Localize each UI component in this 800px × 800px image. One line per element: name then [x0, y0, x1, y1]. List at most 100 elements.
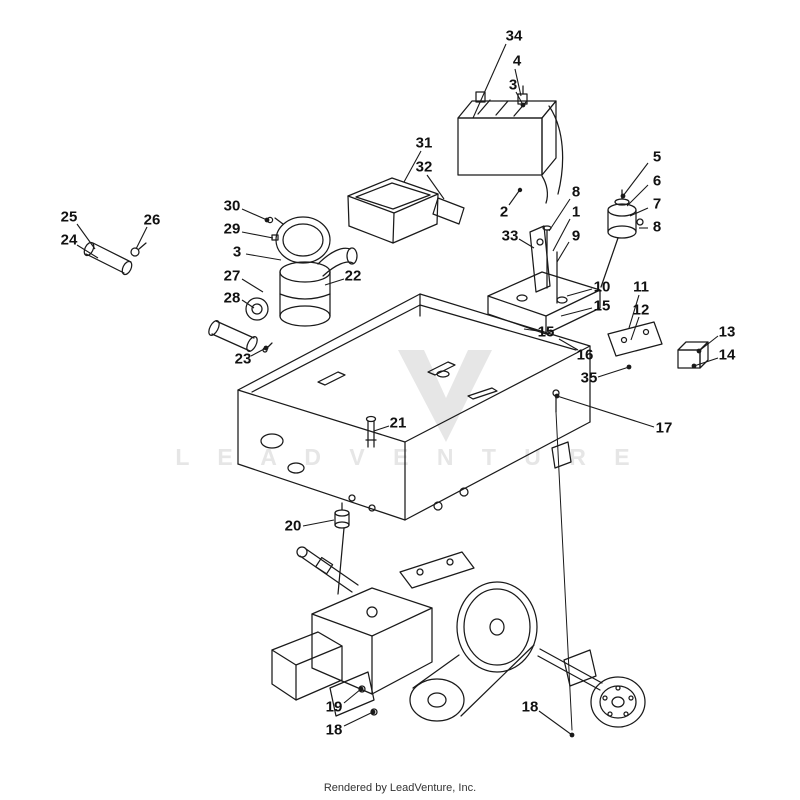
callout-33: 33 — [502, 228, 519, 245]
callout-8: 8 — [572, 184, 580, 201]
callout-9: 9 — [572, 228, 580, 245]
callout-leader-7 — [629, 207, 649, 217]
callout-leader-30 — [241, 208, 268, 221]
callout-leader-16 — [558, 338, 579, 351]
solenoid-part — [600, 189, 644, 288]
callout-17: 17 — [656, 420, 673, 437]
callout-8: 8 — [653, 219, 661, 236]
callout-6: 6 — [653, 173, 661, 190]
footer-credit: Rendered by LeadVenture, Inc. — [323, 782, 477, 794]
callout-14: 14 — [719, 347, 736, 364]
callout-leader-28 — [241, 299, 255, 309]
callout-24: 24 — [61, 232, 78, 249]
callout-32: 32 — [416, 159, 433, 176]
callout-leader-18 — [538, 710, 573, 736]
callout-dot-13 — [696, 348, 702, 354]
callout-12: 12 — [633, 302, 650, 319]
callout-29: 29 — [224, 221, 241, 238]
callout-leader-6 — [626, 184, 649, 207]
callout-dot-14 — [691, 363, 697, 369]
fitting-part — [334, 502, 350, 595]
callout-15: 15 — [594, 298, 611, 315]
watermark: L E A D V E N T U R E — [175, 350, 630, 470]
callout-26: 26 — [144, 212, 161, 229]
callout-13: 13 — [719, 324, 736, 341]
callout-leader-12 — [630, 316, 640, 341]
callout-11: 11 — [633, 279, 649, 296]
grip-pipe-part — [83, 241, 147, 276]
frame-part — [237, 293, 591, 731]
callout-15: 15 — [538, 324, 555, 341]
callout-4: 4 — [513, 53, 522, 70]
callout-leader-29 — [241, 231, 274, 239]
callout-dot-3 — [520, 102, 526, 108]
tray-part — [347, 177, 465, 244]
callout-leader-3 — [245, 253, 282, 261]
callout-leader-14 — [693, 357, 719, 367]
callout-leader-25 — [76, 223, 96, 250]
callout-leader-15 — [560, 307, 593, 317]
callout-leader-26 — [135, 226, 148, 250]
small-box-part — [677, 341, 709, 369]
callout-leader-3 — [515, 91, 524, 106]
plate-bracket-part — [607, 321, 663, 357]
callout-leader-34 — [472, 43, 507, 119]
wheel-hub-part — [590, 676, 646, 728]
engine-assembly-part — [271, 546, 603, 722]
callout-leader-5 — [622, 162, 649, 197]
callout-leader-24 — [76, 244, 99, 259]
callout-dot-18 — [370, 709, 376, 715]
callout-7: 7 — [653, 196, 661, 213]
callout-18: 18 — [326, 722, 343, 739]
callout-leader-9 — [556, 241, 570, 263]
callout-leader-15 — [523, 328, 539, 332]
callout-leader-4 — [514, 68, 522, 97]
callout-20: 20 — [285, 518, 302, 535]
callout-dot-17 — [554, 393, 560, 399]
callout-31: 31 — [416, 135, 433, 152]
callout-23: 23 — [235, 351, 252, 368]
callout-21: 21 — [390, 415, 407, 432]
callout-leader-8 — [548, 198, 571, 232]
callout-leader-1 — [552, 218, 571, 252]
callout-3: 3 — [509, 77, 517, 94]
callout-leader-27 — [241, 278, 264, 293]
callout-dot-35 — [626, 364, 632, 370]
callout-27: 27 — [224, 268, 241, 285]
callout-leader-33 — [518, 238, 535, 249]
callout-leader-35 — [597, 366, 630, 378]
callout-dot-30 — [264, 217, 270, 223]
callout-leader-11 — [628, 294, 640, 329]
callout-leader-23 — [250, 347, 267, 357]
callout-leader-20 — [302, 519, 335, 527]
callout-18: 18 — [522, 699, 539, 716]
callout-1: 1 — [572, 204, 580, 221]
parts-illustration — [83, 85, 709, 731]
callout-19: 19 — [326, 699, 343, 716]
callout-leader-32 — [426, 174, 445, 200]
callout-34: 34 — [506, 28, 523, 45]
callout-leader-31 — [403, 150, 422, 183]
callout-22: 22 — [345, 268, 362, 285]
callout-leader-10 — [566, 288, 593, 297]
callout-leader-22 — [324, 278, 345, 286]
callout-leader-13 — [698, 335, 719, 352]
callout-35: 35 — [581, 370, 598, 387]
air-cleaner-part — [208, 247, 358, 353]
callout-30: 30 — [224, 198, 241, 215]
callout-leader-19 — [343, 688, 362, 704]
callout-16: 16 — [577, 347, 594, 364]
callout-25: 25 — [61, 209, 78, 226]
callout-5: 5 — [653, 149, 661, 166]
callout-dot-5 — [620, 193, 626, 199]
clamp-part — [266, 216, 331, 264]
callout-dot-18 — [569, 732, 575, 738]
callout-10: 10 — [594, 279, 611, 296]
callout-leader-2 — [508, 190, 520, 206]
callout-dot-23 — [263, 345, 269, 351]
callout-leader-17 — [556, 395, 655, 428]
callout-leader-21 — [373, 425, 390, 432]
